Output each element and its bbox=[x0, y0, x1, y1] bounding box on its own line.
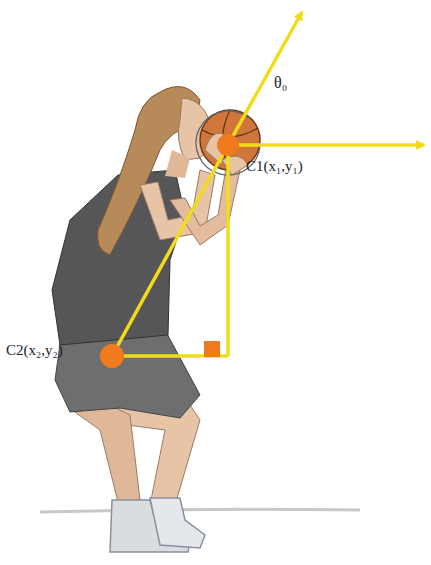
neck bbox=[165, 150, 190, 178]
shoe bbox=[150, 498, 205, 548]
angle-label: θ₀ bbox=[274, 74, 287, 92]
right-angle-mark bbox=[204, 341, 220, 357]
joint-dot bbox=[100, 344, 124, 368]
point-label: C2(x₂,y₂) bbox=[6, 342, 63, 359]
point-label: C1(x₁,y₁) bbox=[246, 158, 303, 175]
construction-lines bbox=[112, 12, 424, 356]
hand bbox=[222, 156, 248, 175]
body-line bbox=[112, 145, 228, 356]
horizontal-arrow bbox=[228, 143, 424, 147]
release-arrow bbox=[228, 12, 302, 145]
vertical-line bbox=[226, 145, 230, 356]
joint-dot bbox=[217, 134, 239, 156]
floor-line bbox=[40, 509, 360, 512]
